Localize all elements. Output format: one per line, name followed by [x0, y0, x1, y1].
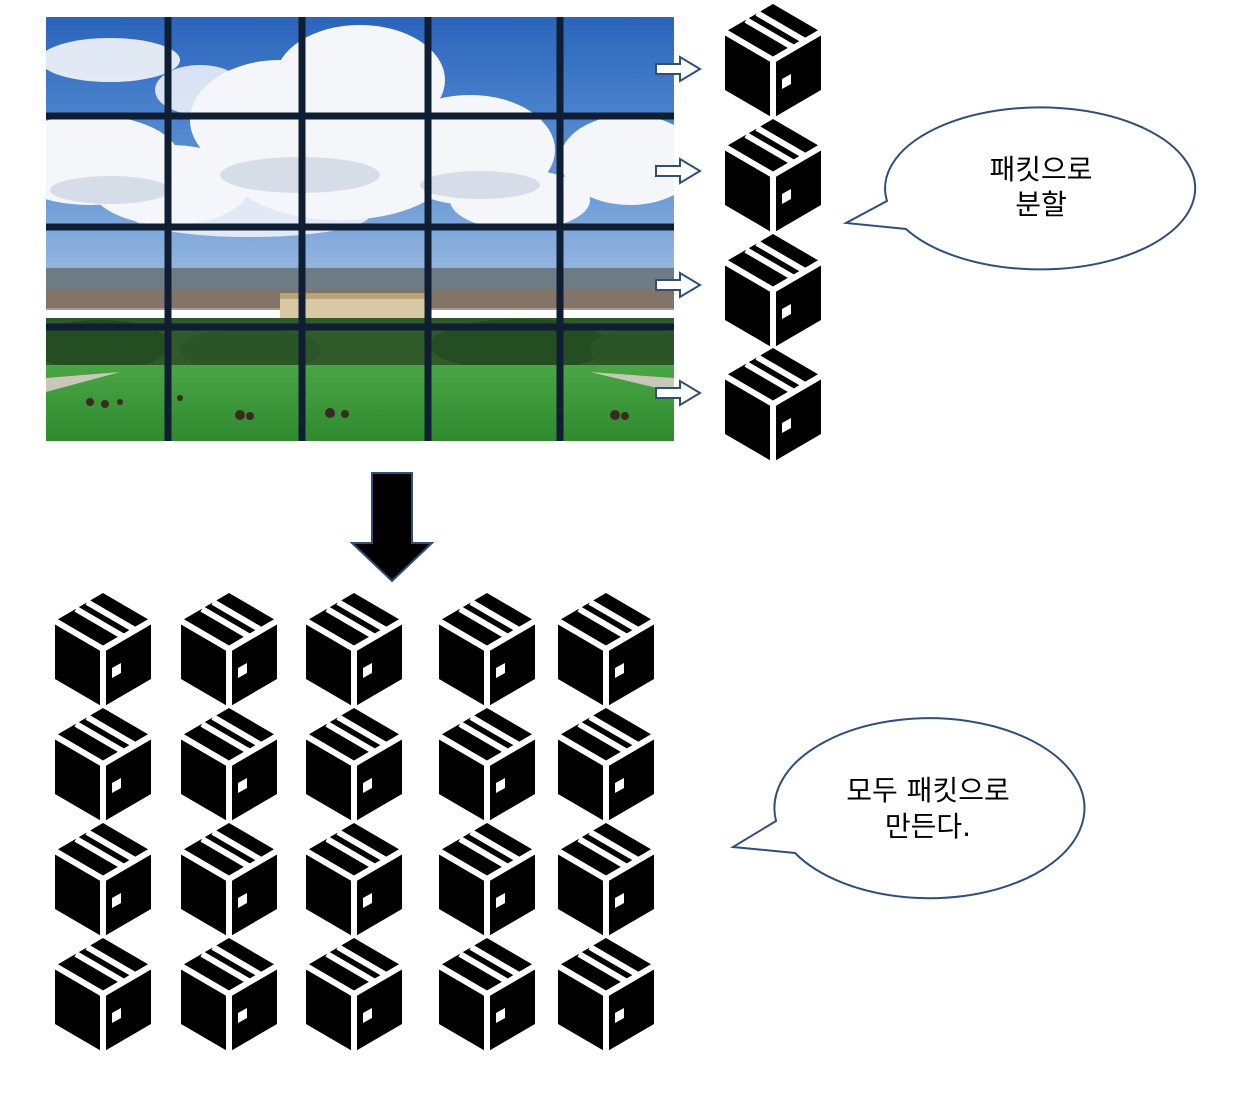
package-box-icon [558, 593, 654, 707]
split-callout: 패킷으로 분할 [842, 106, 1197, 271]
packet-grid [55, 593, 654, 1052]
package-box-icon [439, 938, 535, 1052]
all-packets-callout-line2: 만든다. [885, 810, 971, 843]
package-box-icon [55, 938, 151, 1052]
package-box-icon [181, 938, 277, 1052]
package-box-icon [55, 708, 151, 822]
lawn [46, 365, 674, 441]
package-box-icon [725, 119, 821, 233]
landscape-photo [46, 17, 674, 441]
package-box-icon [181, 708, 277, 822]
people [86, 395, 629, 420]
package-box-icon [181, 593, 277, 707]
package-box-icon [439, 593, 535, 707]
side-packet-column [655, 4, 821, 462]
package-box-icon [439, 823, 535, 937]
split-callout-line2: 분할 [1015, 188, 1067, 221]
grid-lines [46, 17, 674, 441]
package-box-icon [306, 823, 402, 937]
package-box-icon [55, 593, 151, 707]
package-box-icon [55, 823, 151, 937]
package-box-icon [306, 938, 402, 1052]
package-box-icon [558, 938, 654, 1052]
package-box-icon [725, 234, 821, 348]
speech-bubble [842, 106, 1197, 271]
all-packets-callout-line1: 모두 패킷으로 [846, 774, 1009, 807]
all-packets-callout: 모두 패킷으로 만든다. [729, 717, 1086, 900]
package-box-icon [181, 823, 277, 937]
package-box-icon [725, 4, 821, 118]
package-box-icon [558, 708, 654, 822]
down-arrow-icon [349, 472, 435, 583]
package-box-icon [306, 708, 402, 822]
package-box-icon [725, 348, 821, 462]
package-box-icon [558, 823, 654, 937]
speech-bubble [729, 717, 1086, 900]
package-box-icon [306, 593, 402, 707]
package-box-icon [439, 708, 535, 822]
split-callout-line1: 패킷으로 [989, 153, 1092, 186]
